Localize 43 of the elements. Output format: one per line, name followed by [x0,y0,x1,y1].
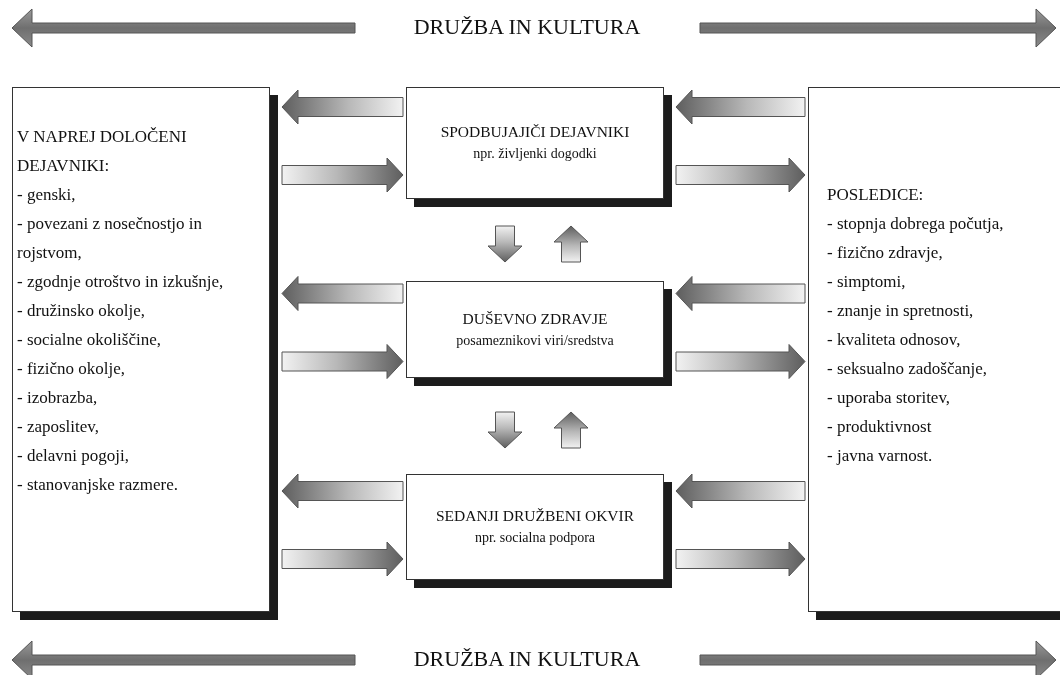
list-item: - fizično zdravje, [827,242,944,264]
block-arrow [675,157,806,193]
list-item: - zgodnje otroštvo in izkušnje, [17,271,225,293]
list-item: - stopnja dobrega počutja, [827,213,1005,235]
list-item: - izobrazba, [17,387,99,409]
block-arrow [553,411,589,449]
list-item: - delavni pogoji, [17,445,130,467]
block-arrow [281,344,404,379]
list-item: - genski, [17,184,77,206]
block-arrow [281,276,404,311]
block-arrow [281,541,404,577]
list-item: - seksualno zadoščanje, [827,358,989,380]
list-item: - zaposlitev, [17,416,100,438]
list-item: - družinsko okolje, [17,300,146,322]
block-arrow [675,344,806,379]
list-item: - produktivnost [827,416,933,438]
list-heading: POSLEDICE: [827,184,925,206]
block-arrow [281,89,404,125]
block-arrow [675,276,806,311]
list-item: - stanovanjske razmere. [17,474,179,496]
list-item: - povezani z nosečnostjo in rojstvom, [17,213,204,264]
block-arrow [281,473,404,509]
block-arrow [675,89,806,125]
box-subtitle: npr. življenki dogodki [473,145,597,163]
list-heading: V NAPREJ DOLOČENI DEJAVNIKI: [17,126,188,177]
list-item: - kvaliteta odnosov, [827,329,962,351]
list-item: - znanje in spretnosti, [827,300,975,322]
list-item: - socialne okoliščine, [17,329,162,351]
box-subtitle: posameznikovi viri/sredstva [456,331,614,350]
box-title: SPODBUJAJIČI DEJAVNIKI [440,122,630,142]
block-arrow [675,541,806,577]
block-arrow [487,225,523,263]
list-item: - fizično okolje, [17,358,127,380]
block-arrow [487,411,523,449]
block-arrow [281,157,404,193]
box-subtitle: npr. socialna podpora [474,529,596,547]
box-title: DUŠEVNO ZDRAVJE [462,308,608,329]
box-title: SEDANJI DRUŽBENI OKVIR [435,506,635,526]
list-item: - uporaba storitev, [827,387,952,409]
list-item: - javna varnost. [827,445,934,467]
block-arrow [553,225,589,263]
block-arrow [675,473,806,509]
list-item: - simptomi, [827,271,907,293]
